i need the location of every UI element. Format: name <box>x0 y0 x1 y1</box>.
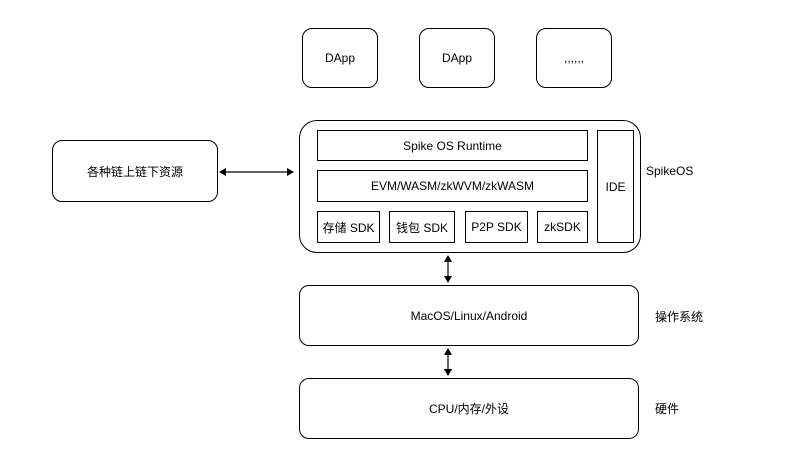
spike-os-runtime-label: Spike OS Runtime <box>403 138 502 153</box>
os-side-label: 操作系统 <box>655 310 704 324</box>
sdk-p2p-label: P2P SDK <box>471 220 522 234</box>
dapp-label: DApp <box>441 51 473 65</box>
hardware-side-label: 硬件 <box>655 402 680 416</box>
sdk-storage-box: 存储 SDK <box>317 211 380 243</box>
hardware-box-label: CPU/内存/外设 <box>428 402 509 416</box>
offchain-resources-box: 各种链上链下资源 <box>52 140 218 202</box>
dapp-label: DApp <box>324 51 356 65</box>
ide-label: IDE <box>605 179 626 194</box>
offchain-resources-label: 各种链上链下资源 <box>86 164 183 179</box>
spike-os-runtime-box: Spike OS Runtime <box>317 130 588 161</box>
spikeos-label: SpikeOS <box>646 164 694 178</box>
dapp-box-more: ,,,,,, <box>536 28 612 88</box>
dapp-box-2: DApp <box>419 28 495 88</box>
sdk-zk-label: zkSDK <box>544 220 581 234</box>
vm-label: EVM/WASM/zkWVM/zkWASM <box>370 179 535 193</box>
sdk-p2p-box: P2P SDK <box>465 211 528 243</box>
hardware-box: CPU/内存/外设 <box>299 378 639 439</box>
ide-box: IDE <box>597 130 634 243</box>
vm-box: EVM/WASM/zkWVM/zkWASM <box>317 170 588 202</box>
dapp-ellipsis-label: ,,,,,, <box>563 51 584 65</box>
dapp-box-1: DApp <box>302 28 378 88</box>
os-box-label: MacOS/Linux/Android <box>410 308 528 323</box>
sdk-storage-label: 存储 SDK <box>322 220 375 235</box>
sdk-zk-box: zkSDK <box>537 211 588 243</box>
sdk-wallet-box: 钱包 SDK <box>389 211 455 243</box>
sdk-wallet-label: 钱包 SDK <box>395 220 448 235</box>
os-box: MacOS/Linux/Android <box>299 285 639 346</box>
